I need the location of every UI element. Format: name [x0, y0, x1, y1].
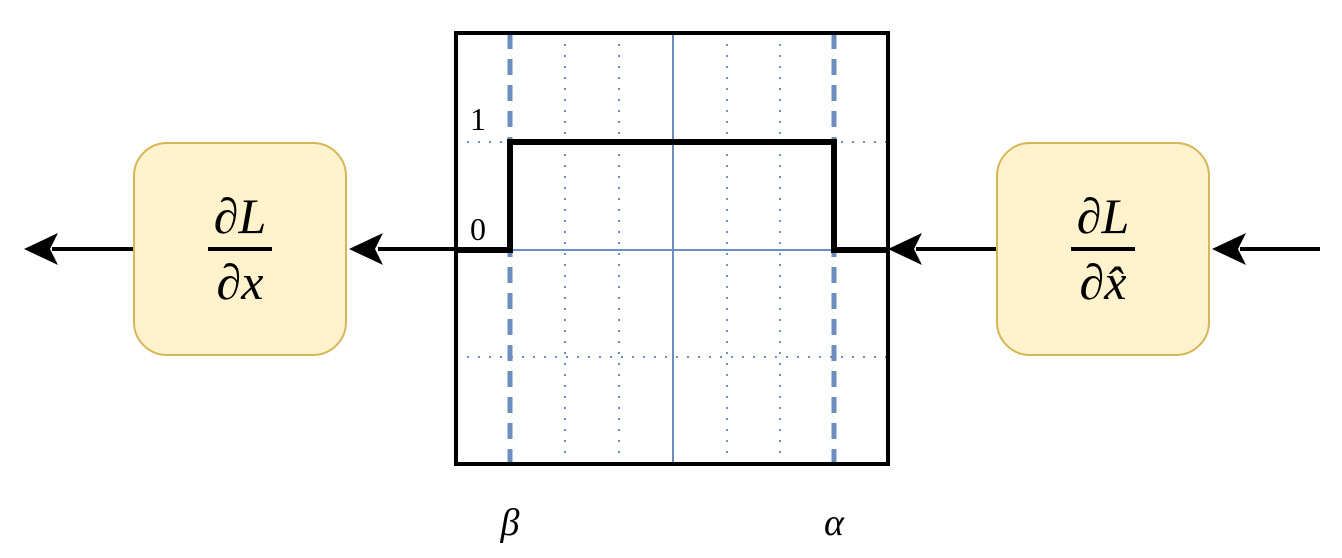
- arrowhead-into-plot: [888, 233, 922, 265]
- grad-x-denominator: ∂x: [216, 254, 264, 310]
- grad-xhat-block: ∂L ∂x̂: [996, 142, 1210, 356]
- fraction-bar: [1070, 247, 1136, 251]
- grad-xhat-denominator: ∂x̂: [1079, 254, 1127, 310]
- arrowhead-output: [24, 233, 58, 265]
- arrowheads: [24, 233, 1246, 265]
- grad-x-fraction: ∂L ∂x: [207, 188, 273, 310]
- arrowhead-into-left-block: [349, 233, 383, 265]
- grad-x-block: ∂L ∂x: [133, 142, 347, 356]
- y-tick-1: 1: [470, 101, 486, 137]
- alpha-label: α: [824, 502, 845, 544]
- window-function-curve: [456, 139, 888, 253]
- beta-label: β: [500, 502, 520, 544]
- grad-xhat-fraction: ∂L ∂x̂: [1070, 188, 1136, 310]
- fraction-bar: [207, 247, 273, 251]
- plot-grid: [456, 33, 888, 464]
- arrowhead-into-right-block: [1212, 233, 1246, 265]
- grad-x-numerator: ∂L: [213, 188, 267, 244]
- y-tick-0: 0: [470, 211, 486, 247]
- grad-xhat-numerator: ∂L: [1076, 188, 1130, 244]
